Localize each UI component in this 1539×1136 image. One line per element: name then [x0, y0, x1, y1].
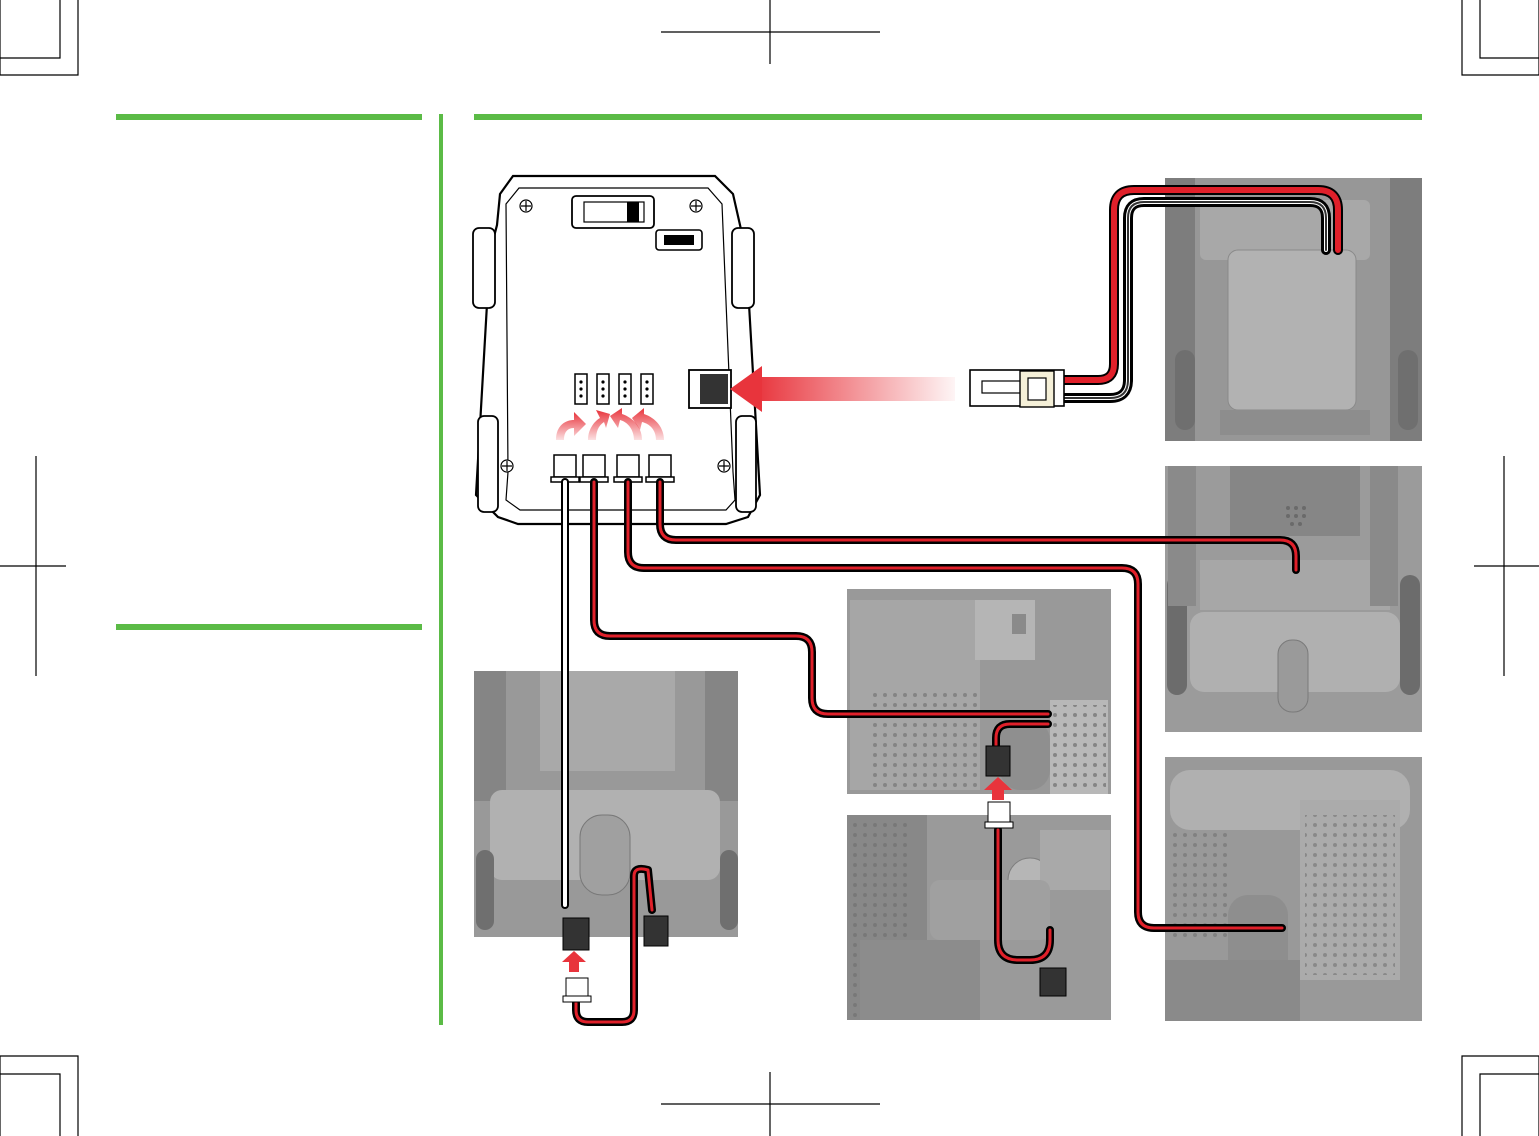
robot-body-photo: [1165, 466, 1422, 732]
servo-connector-2[interactable]: [583, 455, 605, 477]
base-extension-connector[interactable]: [566, 978, 588, 998]
left-grip-top: [473, 228, 495, 308]
left-grip-bottom: [478, 416, 498, 512]
servo-connector-4[interactable]: [649, 455, 671, 477]
base-servo-plug-b[interactable]: [644, 916, 668, 946]
base-servo-plug-a[interactable]: [563, 918, 589, 950]
right-grip-bottom: [736, 416, 756, 512]
left-top-rule: [116, 114, 422, 120]
head-servo-plug[interactable]: [986, 746, 1010, 776]
vertical-divider: [439, 114, 443, 1025]
battery-pack-photo: [1165, 178, 1422, 441]
servo-connector-3[interactable]: [617, 455, 639, 477]
servo-connector-1[interactable]: [554, 455, 576, 477]
battery-insert-arrow: [730, 366, 955, 412]
left-mid-rule: [116, 624, 422, 630]
base-insert-arrow: [562, 951, 586, 972]
power-switch[interactable]: [572, 196, 654, 228]
battery-socket[interactable]: [689, 370, 731, 408]
base-wheels-photo: [474, 671, 738, 937]
battery-plug[interactable]: [970, 370, 1064, 407]
head-extension-connector[interactable]: [988, 802, 1010, 824]
right-top-rule: [474, 114, 1422, 120]
head-servo-photo: [847, 589, 1111, 794]
chest-panel-photo: [1165, 757, 1422, 1021]
usb-port[interactable]: [656, 230, 702, 250]
arm-servo-photo: [847, 815, 1111, 1020]
right-grip-top: [732, 228, 754, 308]
arm-servo-plug[interactable]: [1040, 968, 1066, 996]
